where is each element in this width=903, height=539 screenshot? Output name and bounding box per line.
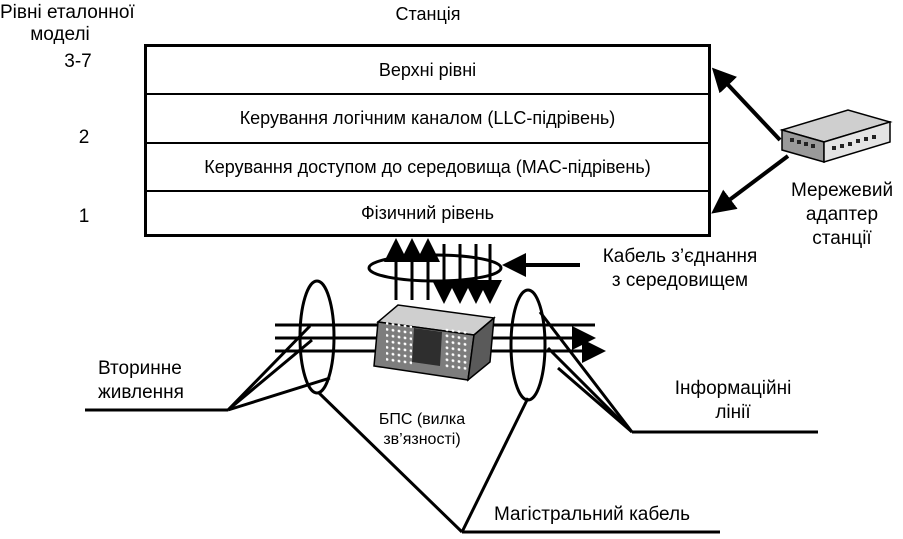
cable-label-line2: з середовищем	[612, 270, 748, 291]
right-cable-ring	[509, 288, 547, 402]
secondary-power-label-line2: живлення	[98, 382, 184, 403]
layer-llc: Керування логічним каналом (LLC-підрівен…	[147, 93, 708, 142]
cable-label-line1: Кабель з’єднання	[603, 246, 758, 267]
station-title: Станція	[395, 4, 460, 24]
level-number-2: 2	[79, 127, 90, 148]
info-lines-label-line1: Інформаційні	[675, 378, 792, 399]
cable-bundle-ring	[367, 253, 503, 283]
network-adapter-icon	[779, 109, 893, 164]
layer-upper: Верхні рівні	[147, 47, 708, 93]
bps-label-line1: БПС (вилка	[379, 411, 465, 428]
secondary-power-label-line1: Вторинне	[98, 358, 182, 379]
adapter-label-line1: Мережевий	[791, 180, 893, 201]
layer-upper-label: Верхні рівні	[378, 59, 477, 80]
layer-physical-label: Фізичний рівень	[360, 202, 495, 223]
layer-mac: Керування доступом до середовища (MAC-пі…	[147, 142, 708, 190]
info-lines-label-line2: лінії	[715, 402, 751, 423]
trunk-cable-lines	[316, 390, 720, 534]
layer-mac-label: Керування доступом до середовища (MAC-пі…	[204, 156, 651, 177]
model-levels-title-line2: моделі	[30, 24, 90, 45]
adapter-label-line3: станції	[812, 228, 872, 249]
information-lines	[538, 311, 818, 434]
layer-llc-label: Керування логічним каналом (LLC-підрівен…	[239, 108, 616, 128]
cable-bundle	[384, 238, 502, 304]
level-number-upper: 3-7	[64, 51, 91, 72]
model-levels-title-line1: Рівні еталонної	[0, 2, 135, 23]
adapter-arrow-to-physical-layer	[711, 154, 790, 214]
bps-device-icon	[373, 304, 496, 382]
secondary-power-lines	[85, 324, 331, 412]
layer-physical: Фізичний рівень	[147, 190, 708, 234]
level-number-1: 1	[79, 206, 90, 227]
adapter-label-line2: адаптер	[806, 204, 878, 225]
protocol-stack: Верхні рівні Керування логічним каналом …	[144, 44, 711, 237]
bps-label-line2: зв’язності)	[383, 431, 460, 448]
trunk-cable-label: Магістральний кабель	[494, 504, 690, 525]
adapter-arrow-to-upper-layers	[711, 67, 782, 142]
